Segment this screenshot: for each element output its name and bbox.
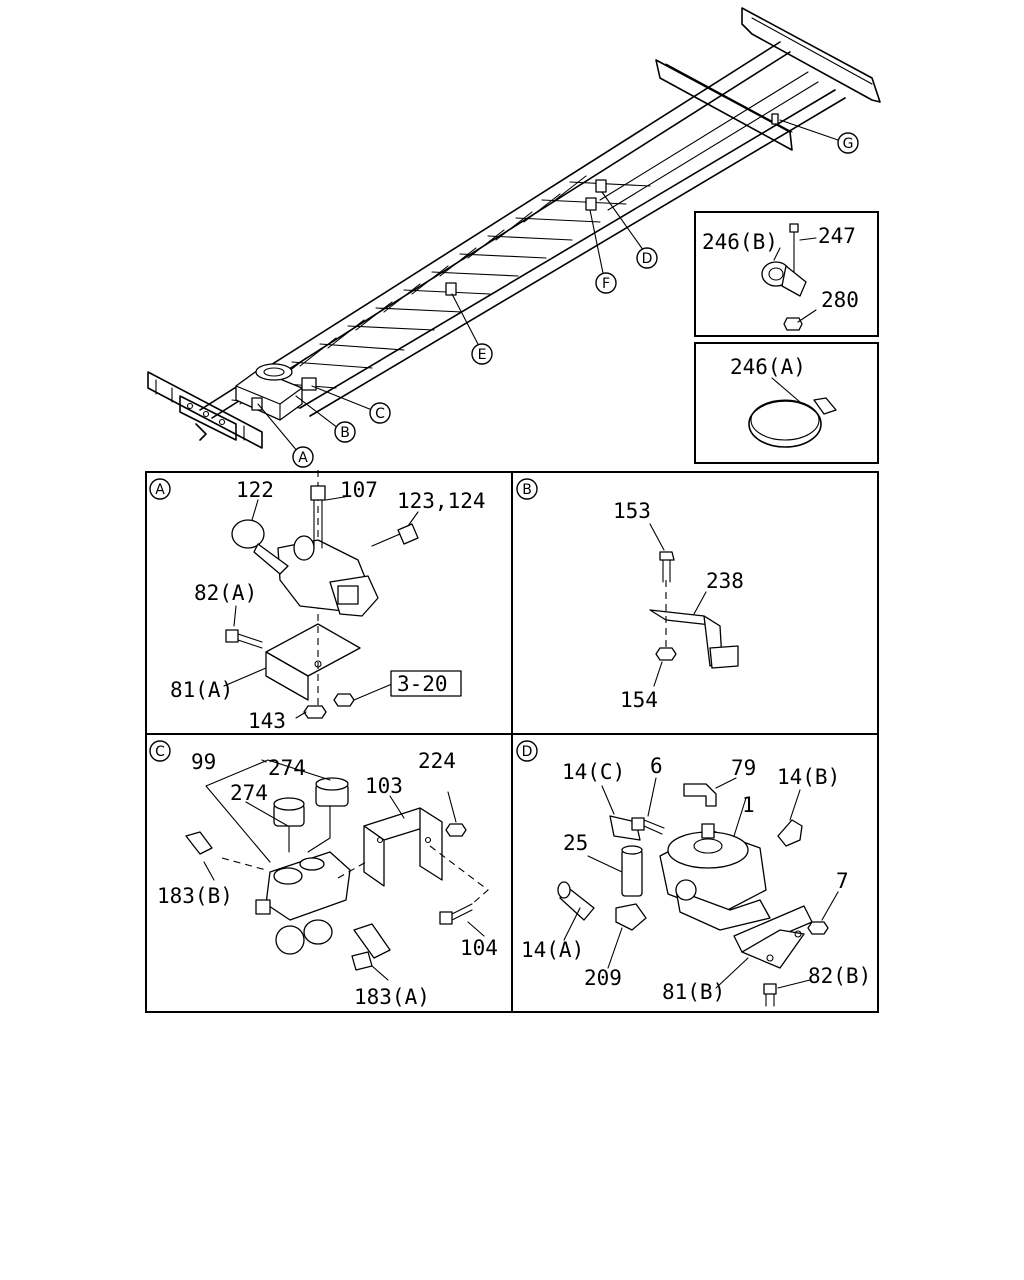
panel-b: B 153 238 154 bbox=[516, 478, 744, 712]
label-81b: 81(B) bbox=[662, 980, 725, 1004]
label-280: 280 bbox=[821, 288, 859, 312]
overview-callouts: A B C D E F G bbox=[292, 132, 859, 468]
label-123-124: 123,124 bbox=[397, 489, 486, 513]
label-81a: 81(A) bbox=[170, 678, 233, 702]
label-107: 107 bbox=[340, 478, 378, 502]
chassis-frame-drawing bbox=[147, 7, 881, 453]
label-274-upper: 274 bbox=[268, 756, 306, 780]
label-7: 7 bbox=[836, 869, 849, 893]
label-79: 79 bbox=[731, 756, 756, 780]
panel-a-tag: A bbox=[155, 482, 165, 498]
label-103: 103 bbox=[365, 774, 403, 798]
callout-f: F bbox=[602, 276, 610, 292]
label-82a: 82(A) bbox=[194, 581, 257, 605]
clamp-drawing bbox=[761, 223, 817, 331]
ref-box bbox=[390, 670, 462, 697]
label-82b: 82(B) bbox=[808, 964, 871, 988]
label-25: 25 bbox=[563, 831, 588, 855]
label-154: 154 bbox=[620, 688, 658, 712]
label-14a: 14(A) bbox=[521, 938, 584, 962]
label-122: 122 bbox=[236, 478, 274, 502]
label-153: 153 bbox=[613, 499, 651, 523]
label-246a: 246(A) bbox=[730, 355, 806, 379]
ref-3-20: 3-20 bbox=[397, 672, 448, 696]
panel-a: A bbox=[149, 470, 486, 733]
label-246b: 246(B) bbox=[702, 230, 778, 254]
panel-grid-dividers bbox=[146, 472, 878, 1012]
label-143: 143 bbox=[248, 709, 286, 733]
label-183a: 183(A) bbox=[354, 985, 430, 1009]
callout-g-circle bbox=[837, 132, 859, 154]
inset-clamp-frame bbox=[694, 211, 879, 337]
label-183b: 183(B) bbox=[157, 884, 233, 908]
panel-b-tag: B bbox=[522, 482, 532, 498]
label-104: 104 bbox=[460, 936, 498, 960]
label-14c: 14(C) bbox=[562, 760, 625, 784]
band-drawing bbox=[748, 377, 837, 448]
panel-a-drawing bbox=[223, 470, 419, 720]
panel-b-drawing bbox=[649, 523, 739, 687]
callout-a-circle bbox=[292, 446, 314, 468]
callout-g: G bbox=[843, 136, 854, 152]
callout-a: A bbox=[298, 450, 308, 466]
label-209: 209 bbox=[584, 966, 622, 990]
callout-d-circle bbox=[636, 247, 658, 269]
panel-d-drawing bbox=[557, 777, 839, 1007]
callout-e: E bbox=[478, 347, 487, 363]
label-224: 224 bbox=[418, 749, 456, 773]
callout-e-circle bbox=[471, 343, 493, 365]
label-247: 247 bbox=[818, 224, 856, 248]
inset-band-frame bbox=[694, 342, 879, 464]
callout-c-circle bbox=[369, 402, 391, 424]
callout-b: B bbox=[340, 425, 350, 441]
label-274-lower: 274 bbox=[230, 781, 268, 805]
label-238: 238 bbox=[706, 569, 744, 593]
callout-d: D bbox=[642, 251, 653, 267]
label-99: 99 bbox=[191, 750, 216, 774]
panel-c: C bbox=[149, 740, 498, 1009]
panel-d-tag: D bbox=[522, 744, 533, 760]
panel-c-drawing bbox=[185, 759, 489, 981]
callout-f-circle bbox=[595, 272, 617, 294]
panel-d: D bbox=[516, 740, 871, 1007]
panel-c-tag: C bbox=[155, 744, 165, 760]
label-14b: 14(B) bbox=[777, 765, 840, 789]
label-1: 1 bbox=[742, 793, 755, 817]
callout-c: C bbox=[375, 406, 385, 422]
callout-b-circle bbox=[334, 421, 356, 443]
label-6: 6 bbox=[650, 754, 663, 778]
